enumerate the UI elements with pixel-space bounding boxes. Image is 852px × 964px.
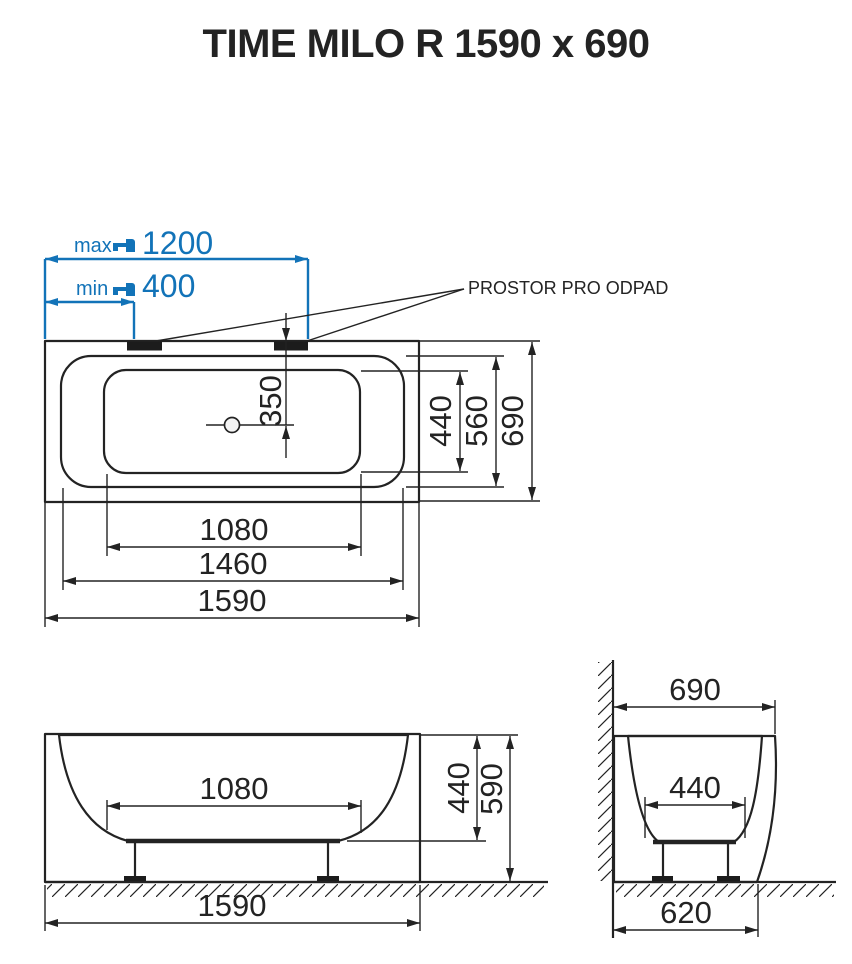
min-label: min <box>76 278 108 300</box>
drain-space-note: PROSTOR PRO ODPAD <box>155 278 668 342</box>
dim-base-width-side: 620 <box>613 884 759 937</box>
dim-bottom-width-label: 440 <box>423 395 458 447</box>
dim-overall-width-label: 690 <box>495 395 530 447</box>
page-title: TIME MILO R 1590 x 690 <box>203 22 650 66</box>
min-value: 400 <box>142 268 195 304</box>
overflow-slot-1 <box>127 341 162 351</box>
max-value: 1200 <box>142 225 213 261</box>
faucet-placement-annotation: max 1200 min 400 <box>43 225 310 339</box>
dim-base-width-side-label: 620 <box>660 895 712 930</box>
ground-hatching <box>47 884 544 897</box>
dim-bottom-length-front: 1080 <box>106 771 362 833</box>
tub-foot <box>317 876 339 883</box>
dim-drain-offset-label: 350 <box>253 375 288 427</box>
dim-rim-length-label: 1460 <box>199 546 268 581</box>
dim-lengths-top-view: 1080 1460 1590 <box>44 474 420 627</box>
top-view: 350 440 560 690 10 <box>43 225 668 627</box>
dim-bottom-width-side: 440 <box>644 770 746 838</box>
dim-bottom-width-side-label: 440 <box>669 770 721 805</box>
tub-outline-front <box>43 732 422 884</box>
dim-heights-front: 440 590 <box>347 734 518 881</box>
dim-overall-length-label: 1590 <box>198 583 267 618</box>
faucet-icon <box>113 283 135 296</box>
overflow-slot-2 <box>274 341 308 351</box>
tub-foot <box>124 876 146 883</box>
dim-overall-length-front-label: 1590 <box>198 888 267 923</box>
ground-hatching <box>616 884 834 897</box>
tub-outline-top <box>43 339 421 504</box>
faucet-icon <box>113 239 135 252</box>
tub-foot <box>652 876 673 883</box>
dim-overall-length-front: 1590 <box>44 885 421 931</box>
side-view: 690 440 620 <box>598 660 836 938</box>
dim-overall-height-label: 590 <box>474 763 509 815</box>
drain-icon <box>223 416 241 434</box>
dim-bottom-length-front-label: 1080 <box>200 771 269 806</box>
dim-overall-width-side-label: 690 <box>669 672 721 707</box>
dim-widths-top-view: 440 560 690 <box>361 340 540 502</box>
dim-rim-width-label: 560 <box>459 395 494 447</box>
dim-drain-offset: 350 <box>253 313 290 458</box>
dim-bottom-length-label: 1080 <box>200 512 269 547</box>
front-view: 1080 440 590 1590 <box>43 732 548 931</box>
tub-bottom-top <box>102 368 362 475</box>
dim-inner-depth-label: 440 <box>441 762 476 814</box>
dim-overall-width-side: 690 <box>614 672 776 734</box>
wall-hatching <box>598 662 612 881</box>
tub-rim-top <box>59 354 406 489</box>
drain-space-label: PROSTOR PRO ODPAD <box>468 278 668 298</box>
tub-foot <box>717 876 740 883</box>
max-label: max <box>74 235 112 257</box>
